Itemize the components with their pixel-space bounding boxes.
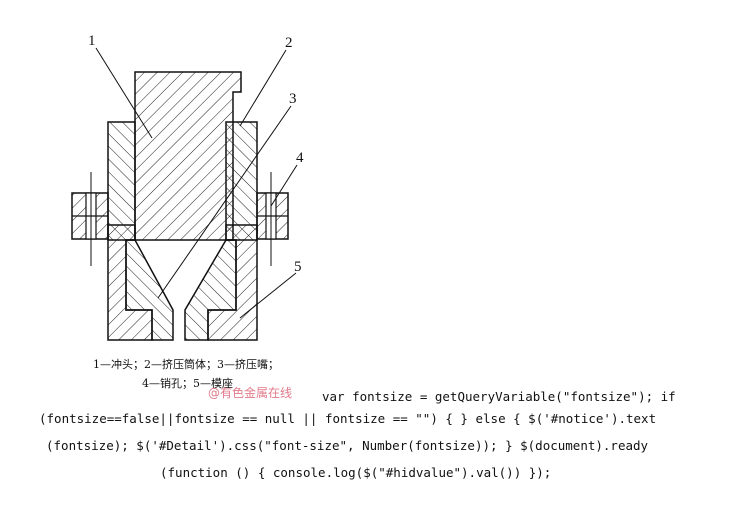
label-2: 2 bbox=[285, 35, 293, 51]
extrusion-nozzle-left bbox=[125, 239, 174, 341]
container-wall-left bbox=[107, 121, 136, 241]
extrusion-nozzle-right bbox=[184, 239, 237, 341]
leader-2 bbox=[239, 49, 287, 127]
leader-3 bbox=[157, 105, 292, 299]
label-3: 3 bbox=[289, 91, 297, 107]
code-line-4: (function () { console.log($("#hidvalue"… bbox=[160, 465, 552, 480]
leader-4 bbox=[270, 164, 298, 207]
code-line-2: (fontsize==false||fontsize == null || fo… bbox=[39, 411, 657, 426]
code-line-1: var fontsize = getQueryVariable("fontsiz… bbox=[322, 389, 676, 404]
code-line-3: (fontsize); $('#Detail').css("font-size"… bbox=[46, 438, 649, 453]
leader-5 bbox=[239, 272, 297, 319]
watermark: @有色金属在线 bbox=[208, 385, 292, 400]
caption-line-2: 4—销孔；5—模座 bbox=[142, 376, 233, 390]
label-1: 1 bbox=[88, 33, 96, 49]
leader-1 bbox=[95, 47, 153, 139]
caption-line-1: 1—冲头；2—挤压筒体；3—挤压嘴； bbox=[93, 357, 279, 371]
label-5: 5 bbox=[294, 259, 302, 275]
punch bbox=[134, 71, 242, 241]
label-4: 4 bbox=[296, 150, 304, 166]
